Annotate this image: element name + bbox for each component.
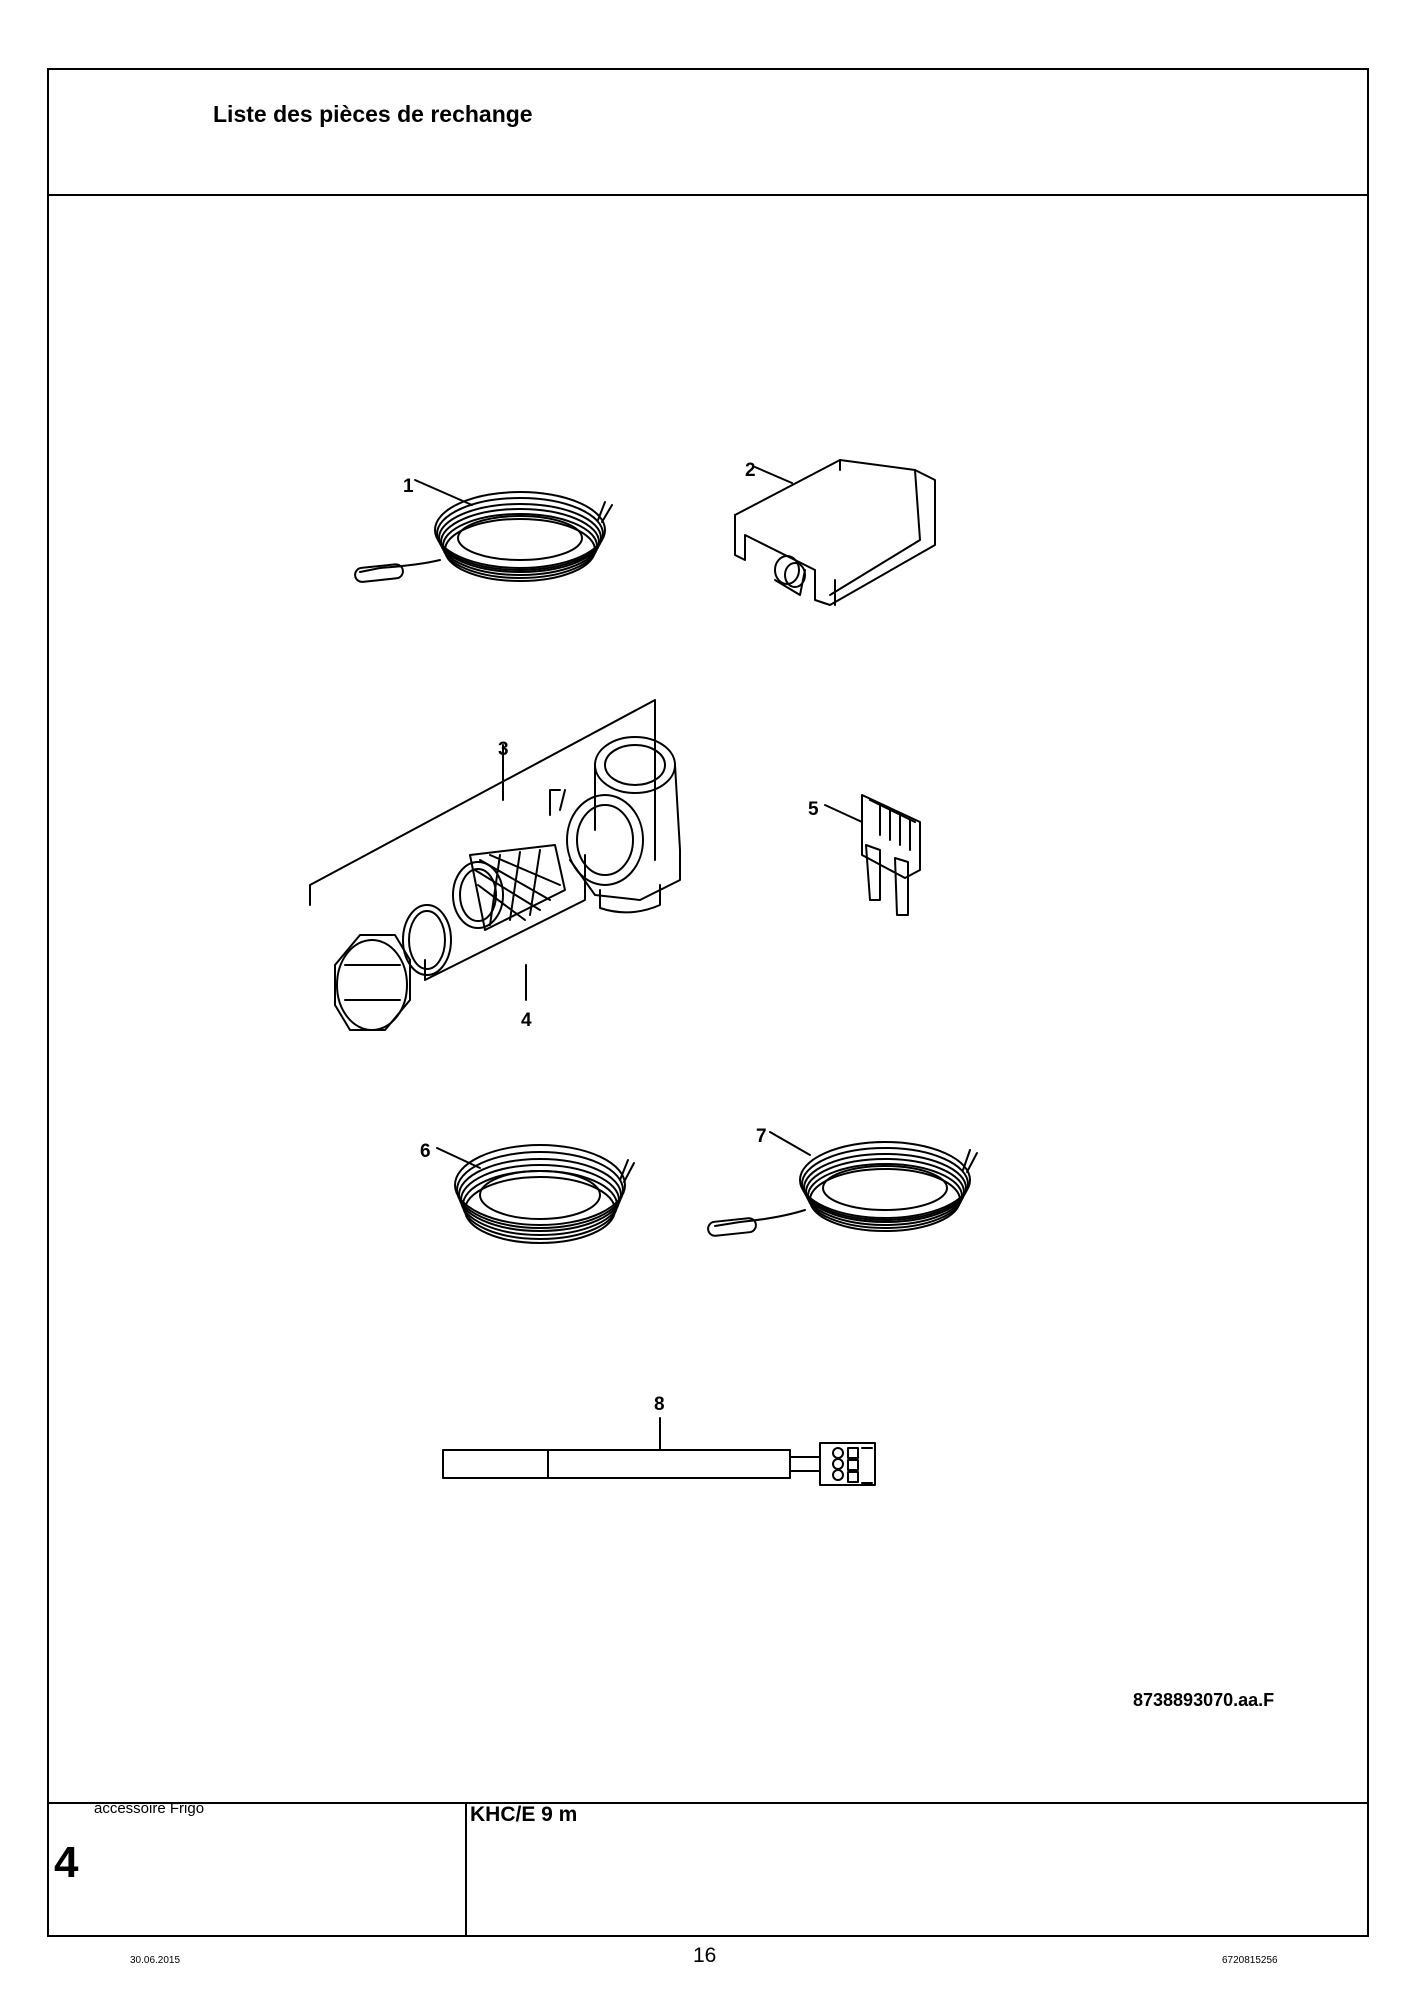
- part-2-cover: [734, 459, 936, 606]
- part-5-jumper: [824, 794, 921, 916]
- header-divider: [47, 194, 1369, 196]
- page-frame: [47, 68, 1369, 1937]
- page-number: 16: [693, 1944, 717, 1967]
- model-name: KHC/E 9 m: [470, 1803, 578, 1826]
- part-8-cable-sensor: [442, 1417, 876, 1486]
- chapter-number: 4: [54, 1838, 79, 1887]
- callout-2: 2: [745, 460, 756, 481]
- callout-4: 4: [521, 1010, 532, 1031]
- drawing-reference-code: 8738893070.aa.F: [1133, 1690, 1275, 1710]
- document-number: 6720815256: [1222, 1955, 1278, 1966]
- part-7-sensor-coil: [707, 1131, 978, 1237]
- callout-1: 1: [403, 476, 414, 497]
- callout-3: 3: [498, 739, 509, 760]
- document-date: 30.06.2015: [130, 1955, 181, 1966]
- footer-divider: [47, 1802, 1369, 1804]
- page-title: Liste des pièces de rechange: [213, 101, 533, 127]
- accessory-label: accessoire Frigo: [94, 1800, 205, 1817]
- callout-5: 5: [808, 799, 819, 820]
- callout-7: 7: [756, 1126, 767, 1147]
- callout-8: 8: [654, 1394, 665, 1415]
- part-1-sensor-coil: [354, 479, 613, 583]
- part-3-valve-assembly: [309, 699, 681, 1031]
- callout-6: 6: [420, 1141, 431, 1162]
- part-6-cable-coil: [436, 1144, 635, 1244]
- footer-column-divider: [465, 1802, 467, 1937]
